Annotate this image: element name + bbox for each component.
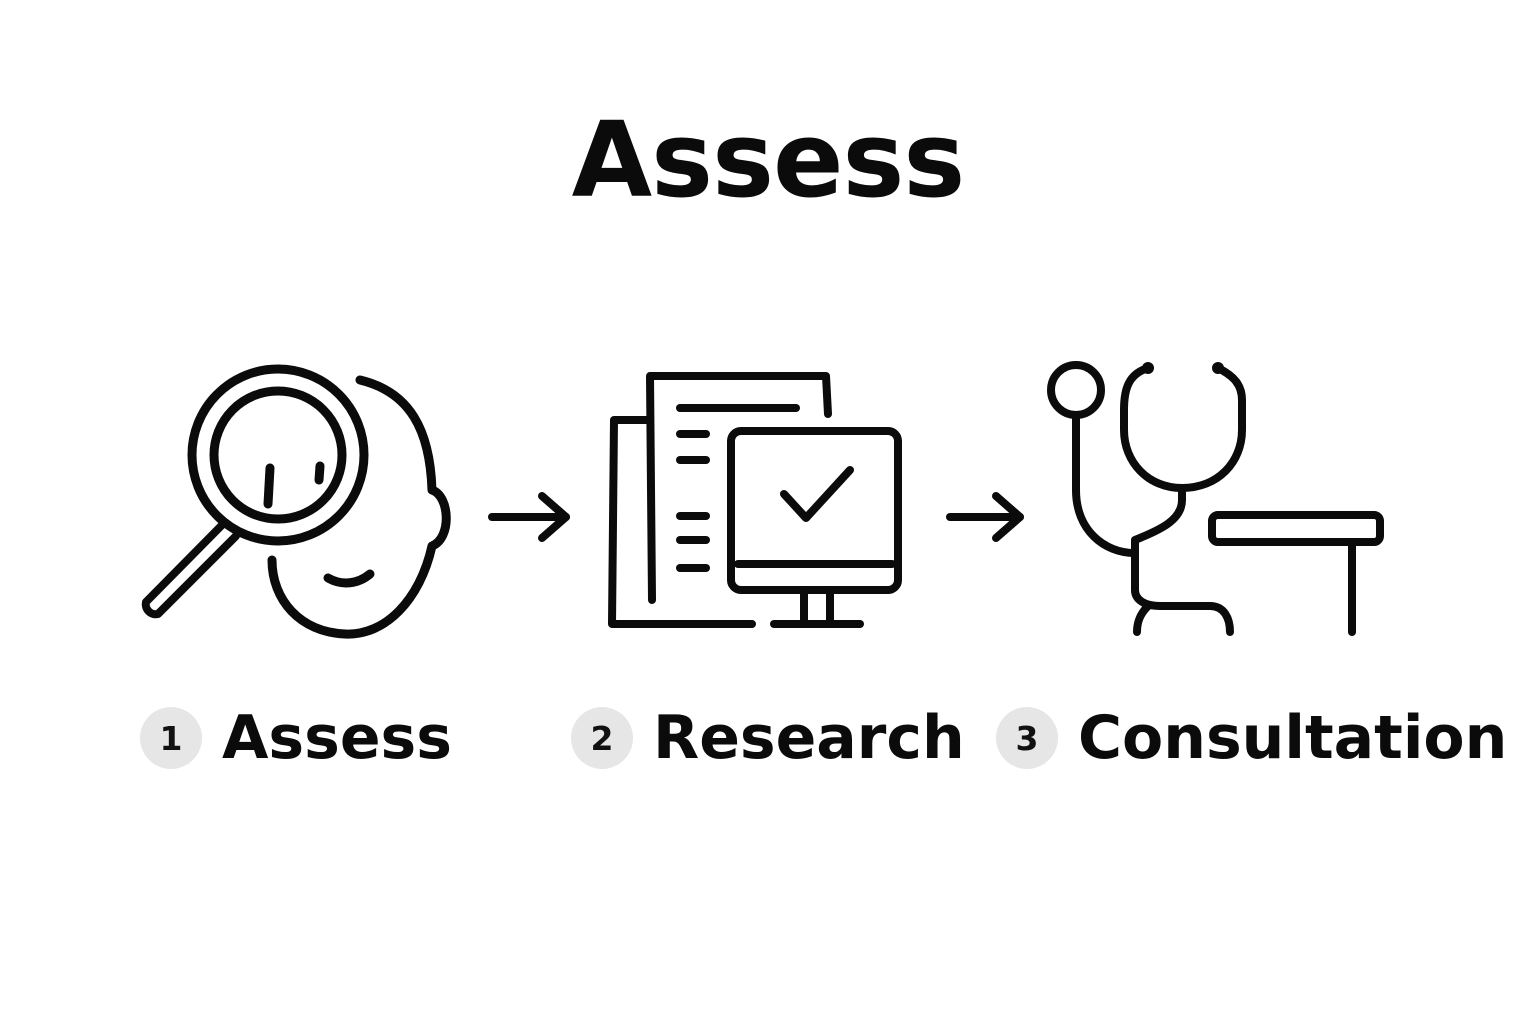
process-flow-icons <box>141 361 1384 639</box>
page-title: Assess <box>571 99 966 221</box>
step-label: Research <box>653 703 965 773</box>
arrow-right-icon <box>946 492 1024 542</box>
step-research: 2 Research <box>571 700 965 776</box>
step-label: Consultation <box>1078 703 1508 773</box>
step-consultation: 3 Consultation <box>996 700 1507 776</box>
step-number-badge: 2 <box>571 707 633 769</box>
face-magnifier-icon <box>141 364 451 639</box>
stethoscope-desk-icon <box>1047 361 1384 636</box>
step-number-badge: 3 <box>996 707 1058 769</box>
step-assess: 1 Assess <box>140 700 452 776</box>
step-label: Assess <box>222 703 452 773</box>
arrow-right-icon <box>488 492 570 542</box>
documents-monitor-check-icon <box>608 372 902 628</box>
step-number-badge: 1 <box>140 707 202 769</box>
